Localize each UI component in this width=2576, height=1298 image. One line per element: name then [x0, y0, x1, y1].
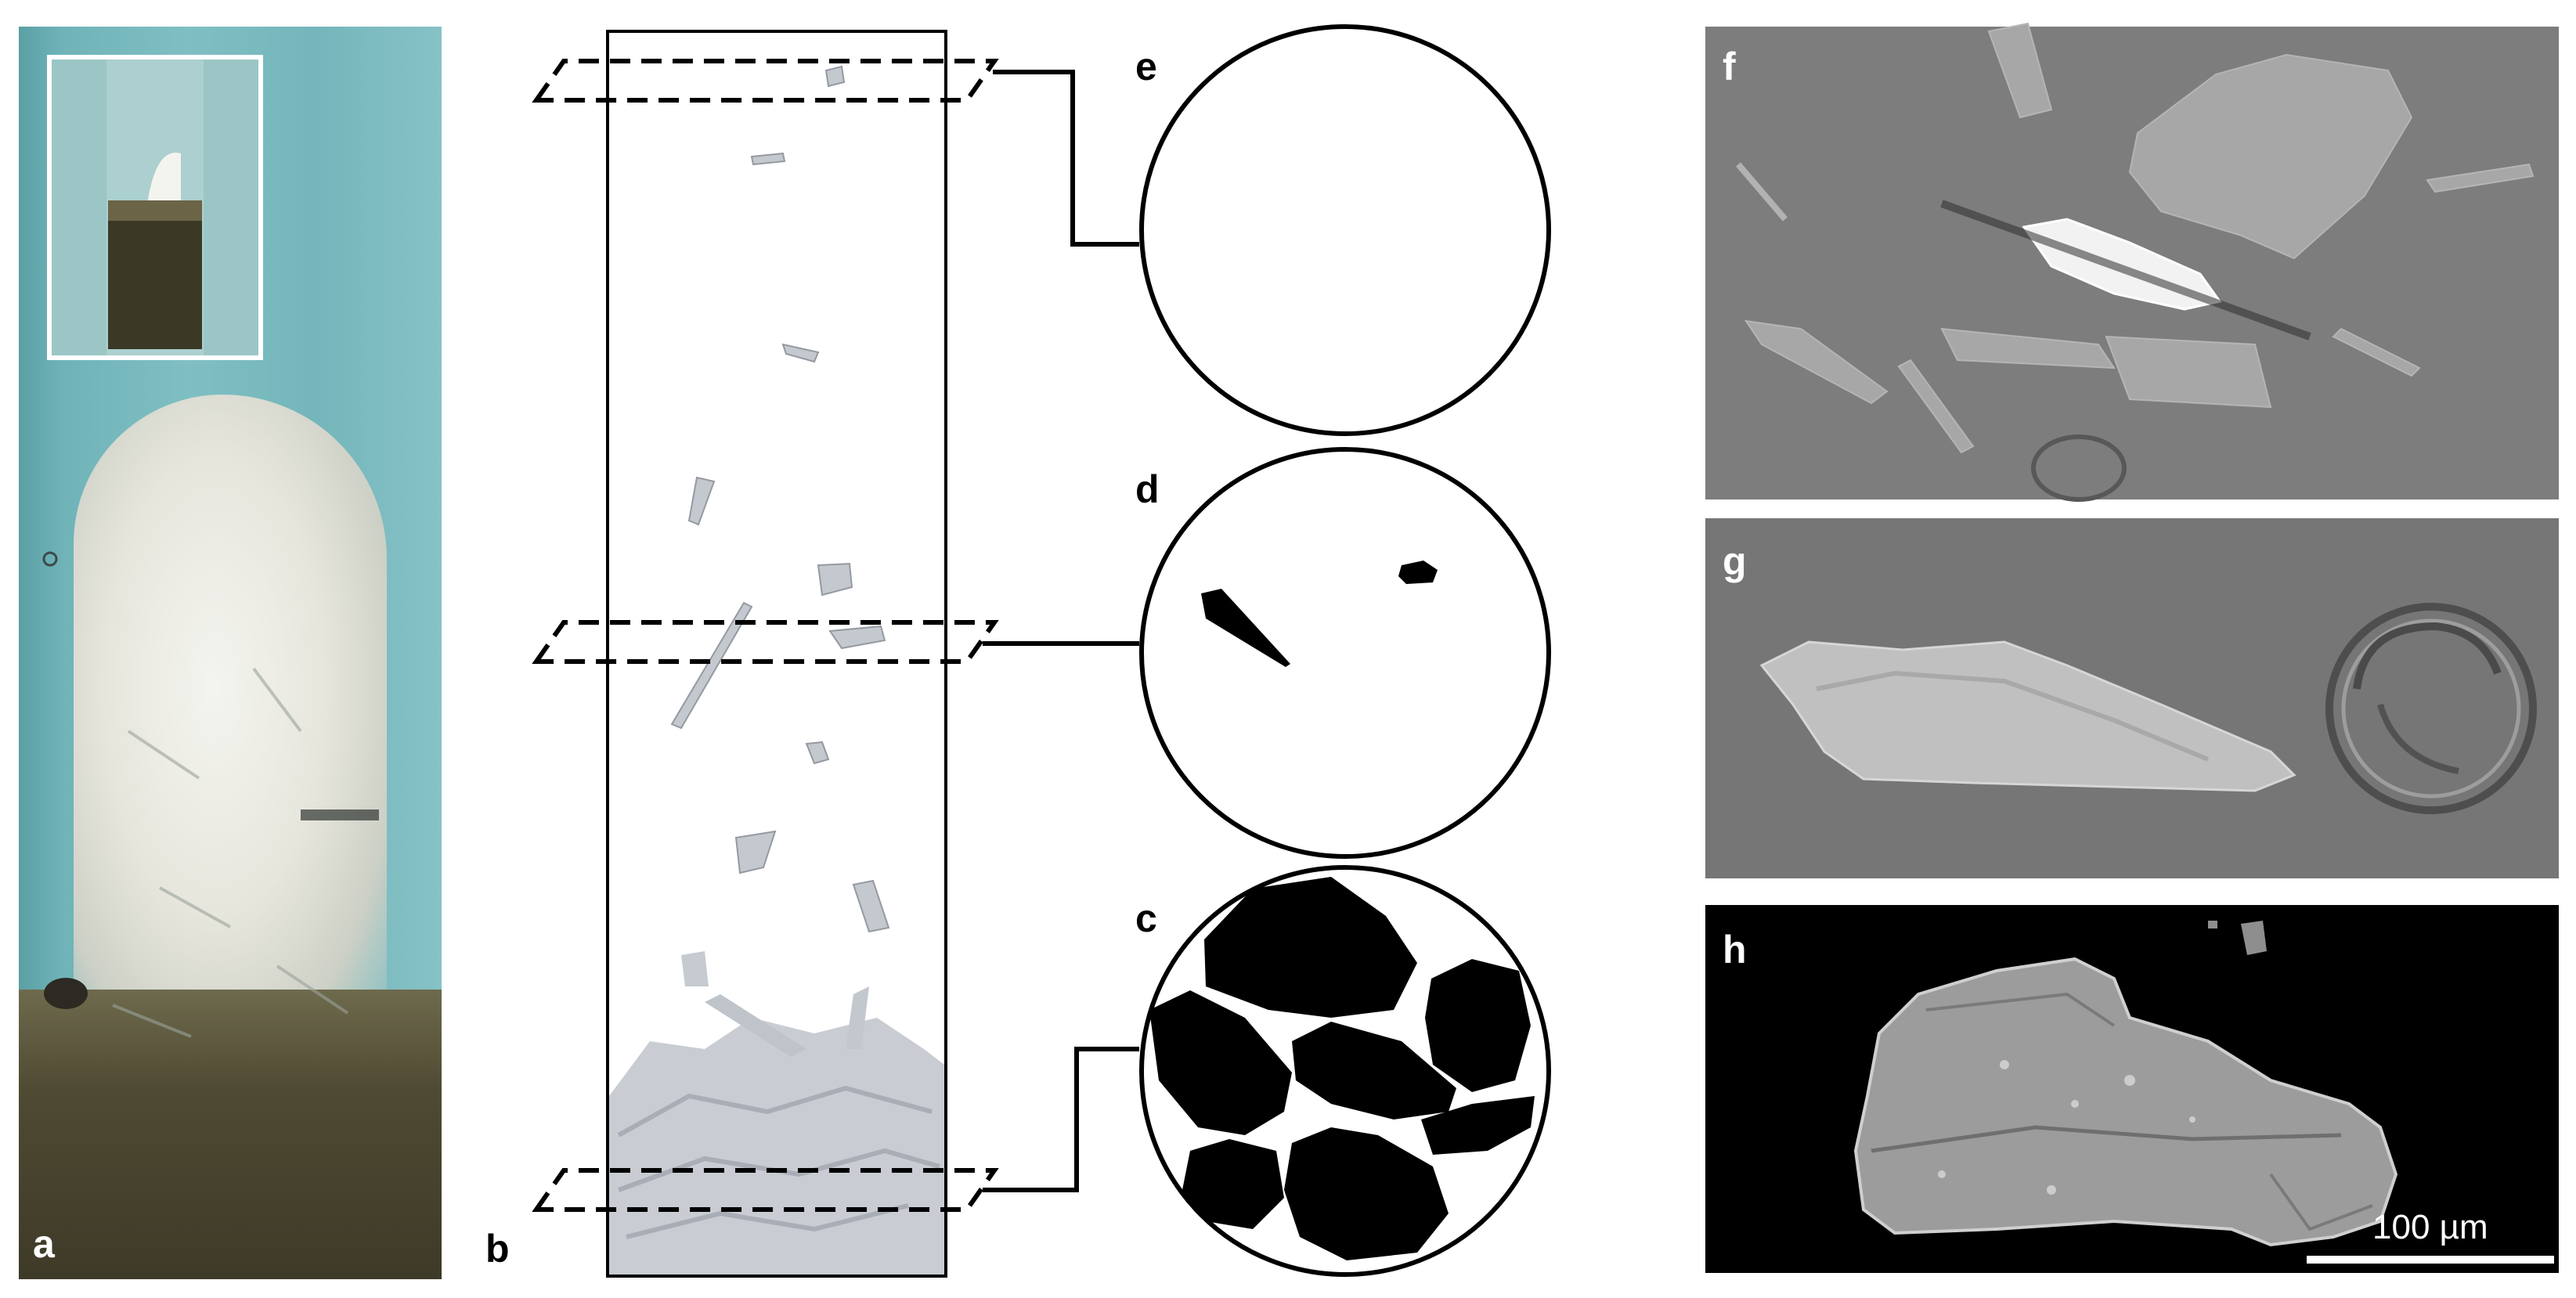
panel-label-b: b	[485, 1227, 510, 1271]
connector-lines	[983, 70, 1139, 1192]
falling-flakes	[670, 65, 890, 933]
scale-bar	[2307, 1256, 2554, 1264]
tube-overview-inset	[47, 55, 263, 360]
cross-section-e	[1139, 24, 1551, 436]
slice-planes	[532, 59, 999, 1212]
panel-a-photo: a	[19, 27, 442, 1279]
panel-label-h: h	[1723, 928, 1747, 972]
panel-label-f: f	[1723, 45, 1736, 88]
white-sediment-column	[74, 395, 387, 1044]
sem-panel-f	[1705, 22, 2559, 502]
sem-panel-h	[1705, 905, 2559, 1273]
panel-label-e: e	[1135, 45, 1157, 88]
settled-flake-pile	[609, 951, 944, 1275]
scale-bar-label: 100 µm	[2372, 1208, 2488, 1246]
cross-section-d	[1139, 447, 1551, 859]
panel-label-d: d	[1135, 467, 1160, 511]
tube-details	[42, 551, 379, 1038]
particles-d	[1201, 561, 1438, 667]
panel-label-a: a	[33, 1222, 55, 1266]
settling-column	[606, 30, 947, 1278]
dark-sediment-layer	[19, 990, 442, 1279]
panel-label-c: c	[1135, 896, 1157, 940]
panel-label-g: g	[1723, 539, 1747, 583]
sem-panel-g	[1705, 518, 2559, 878]
particles-c	[1149, 877, 1535, 1260]
